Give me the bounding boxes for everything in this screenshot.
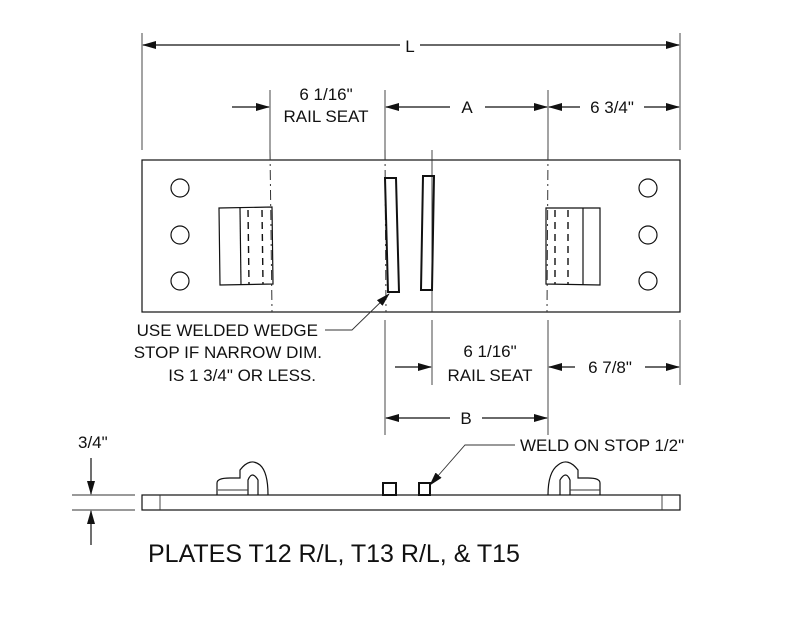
spike-holes-right <box>638 178 658 291</box>
bottom-rail-seat-label: RAIL SEAT <box>447 366 532 385</box>
wedge-note-line-2: STOP IF NARROW DIM. <box>134 343 322 362</box>
wedge-note-line-3: IS 1 3/4" OR LESS. <box>168 366 316 385</box>
top-right-dimension: 6 3/4" <box>590 98 634 117</box>
dimension-a-label: A <box>461 98 473 117</box>
top-rail-seat-dimensions: 6 1/16" RAIL SEAT A 6 3/4" <box>232 85 680 150</box>
wedge-stop-slot-left <box>383 177 401 293</box>
welded-wedge-note: USE WELDED WEDGE STOP IF NARROW DIM. IS … <box>134 293 390 385</box>
right-shoulder-block <box>545 207 601 286</box>
weld-on-stop-note: WELD ON STOP 1/2" <box>429 436 684 486</box>
top-rail-seat-label: RAIL SEAT <box>283 107 368 126</box>
left-clip-side <box>216 461 269 496</box>
top-rail-seat-value: 6 1/16" <box>299 85 352 104</box>
stop-block-left <box>382 482 397 496</box>
drawing-title: PLATES T12 R/L, T13 R/L, & T15 <box>148 540 520 568</box>
dimension-b-label: B <box>460 409 471 428</box>
dimension-l-label: L <box>405 37 414 56</box>
weld-stop-note-text: WELD ON STOP 1/2" <box>520 436 684 455</box>
plate-side-view <box>141 461 681 511</box>
plate-plan-view <box>141 149 681 313</box>
wedge-stop-slot-right <box>419 175 436 291</box>
bottom-rail-seat-dimensions: 6 1/16" RAIL SEAT 6 7/8" B <box>384 320 681 435</box>
bottom-right-dimension: 6 7/8" <box>588 358 632 377</box>
left-shoulder-block <box>218 206 274 286</box>
right-clip-side <box>547 461 601 496</box>
thickness-dimension: 3/4" <box>72 433 135 545</box>
thickness-label: 3/4" <box>78 433 108 452</box>
overall-length-dimension: L <box>141 33 681 150</box>
stop-block-right <box>418 482 431 496</box>
spike-holes-left <box>170 178 190 291</box>
wedge-note-line-1: USE WELDED WEDGE <box>137 321 318 340</box>
bottom-rail-seat-value: 6 1/16" <box>463 342 516 361</box>
